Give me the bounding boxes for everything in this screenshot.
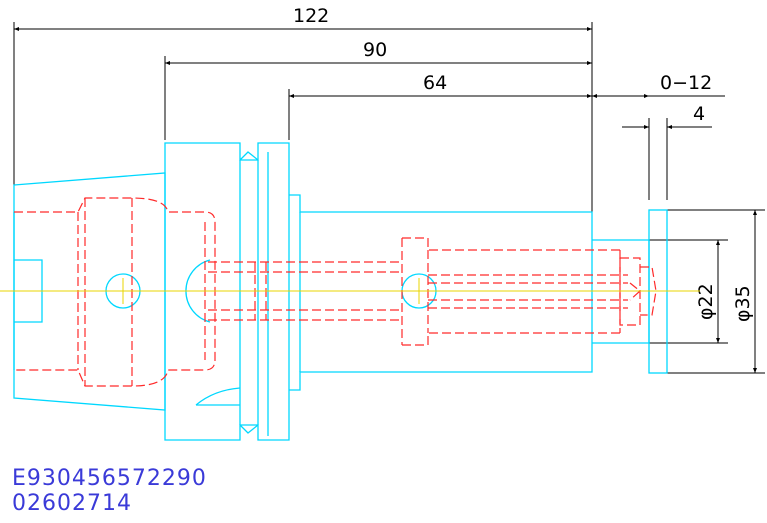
dimension-lines: [13, 22, 765, 374]
centerline: [0, 278, 700, 304]
dim-phi22-text: φ22: [695, 283, 717, 320]
part-codes: E930456572290 02602714: [12, 466, 207, 516]
part-code-line1: E930456572290: [12, 466, 207, 491]
dim-phi35-text: φ35: [732, 285, 754, 322]
dim-4-text: 4: [693, 103, 705, 125]
hidden-lines: [14, 197, 657, 387]
dim-90-text: 90: [363, 39, 387, 61]
dim-0-12-text: 0−12: [660, 72, 712, 94]
part-code-line2: 02602714: [12, 491, 132, 516]
dim-122-text: 122: [293, 5, 329, 27]
dim-64-text: 64: [423, 72, 447, 94]
